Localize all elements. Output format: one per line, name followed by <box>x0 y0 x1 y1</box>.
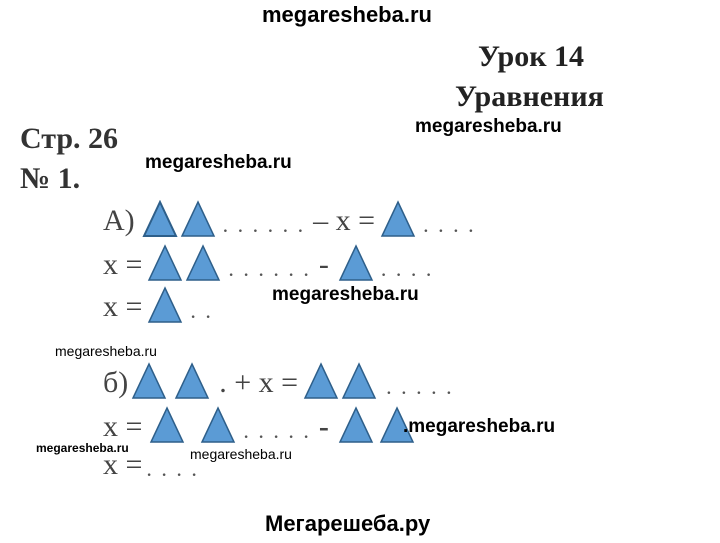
blank-dots: . . <box>190 298 213 323</box>
triangle-icon <box>380 200 416 238</box>
triangle-icon <box>185 244 221 282</box>
equation-start: x = <box>103 448 143 481</box>
blank-dots: . . . . <box>423 212 476 237</box>
equation-operator: . + x = <box>219 366 299 399</box>
watermark: megaresheba.ru <box>145 152 292 173</box>
triangle-icon <box>379 406 415 444</box>
triangle-icon <box>303 362 339 400</box>
equation-operator: – x = <box>313 204 376 237</box>
blank-dots: . . . . . . <box>222 212 306 237</box>
watermark-top: megaresheba.ru <box>262 2 432 27</box>
triangle-icon <box>180 200 216 238</box>
blank-dots: . . . . . . <box>228 256 311 281</box>
equation-operator: - <box>318 248 329 281</box>
blank-dots: . . . . . <box>386 374 454 399</box>
part-b-line-1: б) . + x = . . . . . <box>103 362 454 400</box>
page-ref: Стр. 26 <box>20 122 119 155</box>
triangle-icon <box>174 362 210 400</box>
watermark: megaresheba.ru <box>55 343 157 359</box>
part-a-line-3: x = . . <box>103 286 213 324</box>
watermark: megaresheba.ru <box>272 284 419 305</box>
part-b-line-2: x = . . . . . - <box>103 406 416 444</box>
watermark: megaresheba.ru <box>190 446 292 462</box>
triangle-icon <box>147 244 183 282</box>
triangle-icon <box>142 200 178 238</box>
watermark: .megaresheba.ru <box>403 416 556 437</box>
footer-watermark: Мегарешеба.ру <box>265 511 431 536</box>
triangle-icon <box>200 406 236 444</box>
equation-start: x = <box>103 290 143 323</box>
blank-dots: . . . . . <box>243 418 311 443</box>
lesson-subtitle: Уравнения <box>455 80 604 113</box>
watermark: megaresheba.ru <box>415 116 562 137</box>
part-b-line-3: x = . . . . <box>103 448 199 482</box>
triangle-icon <box>147 286 183 324</box>
equation-start: x = <box>103 410 143 443</box>
blank-dots: . . . . <box>380 256 434 281</box>
blank-dots: . . . . <box>146 456 199 481</box>
task-ref: № 1. <box>20 162 81 195</box>
watermark: megaresheba.ru <box>36 441 129 455</box>
triangle-icon <box>338 406 374 444</box>
triangle-icon <box>341 362 377 400</box>
triangle-icon <box>131 362 167 400</box>
triangle-icon <box>338 244 374 282</box>
part-a-label: А) <box>103 204 135 237</box>
part-b-label: б) <box>103 366 129 399</box>
equation-start: x = <box>103 248 143 281</box>
equation-operator: - <box>318 410 329 443</box>
part-a-line-1: А) . . . . . . – x = . . . . <box>103 200 476 238</box>
lesson-title: Урок 14 <box>478 40 585 73</box>
part-a-line-2: x = . . . . . . - . . . . <box>103 244 433 282</box>
triangle-icon <box>149 406 185 444</box>
